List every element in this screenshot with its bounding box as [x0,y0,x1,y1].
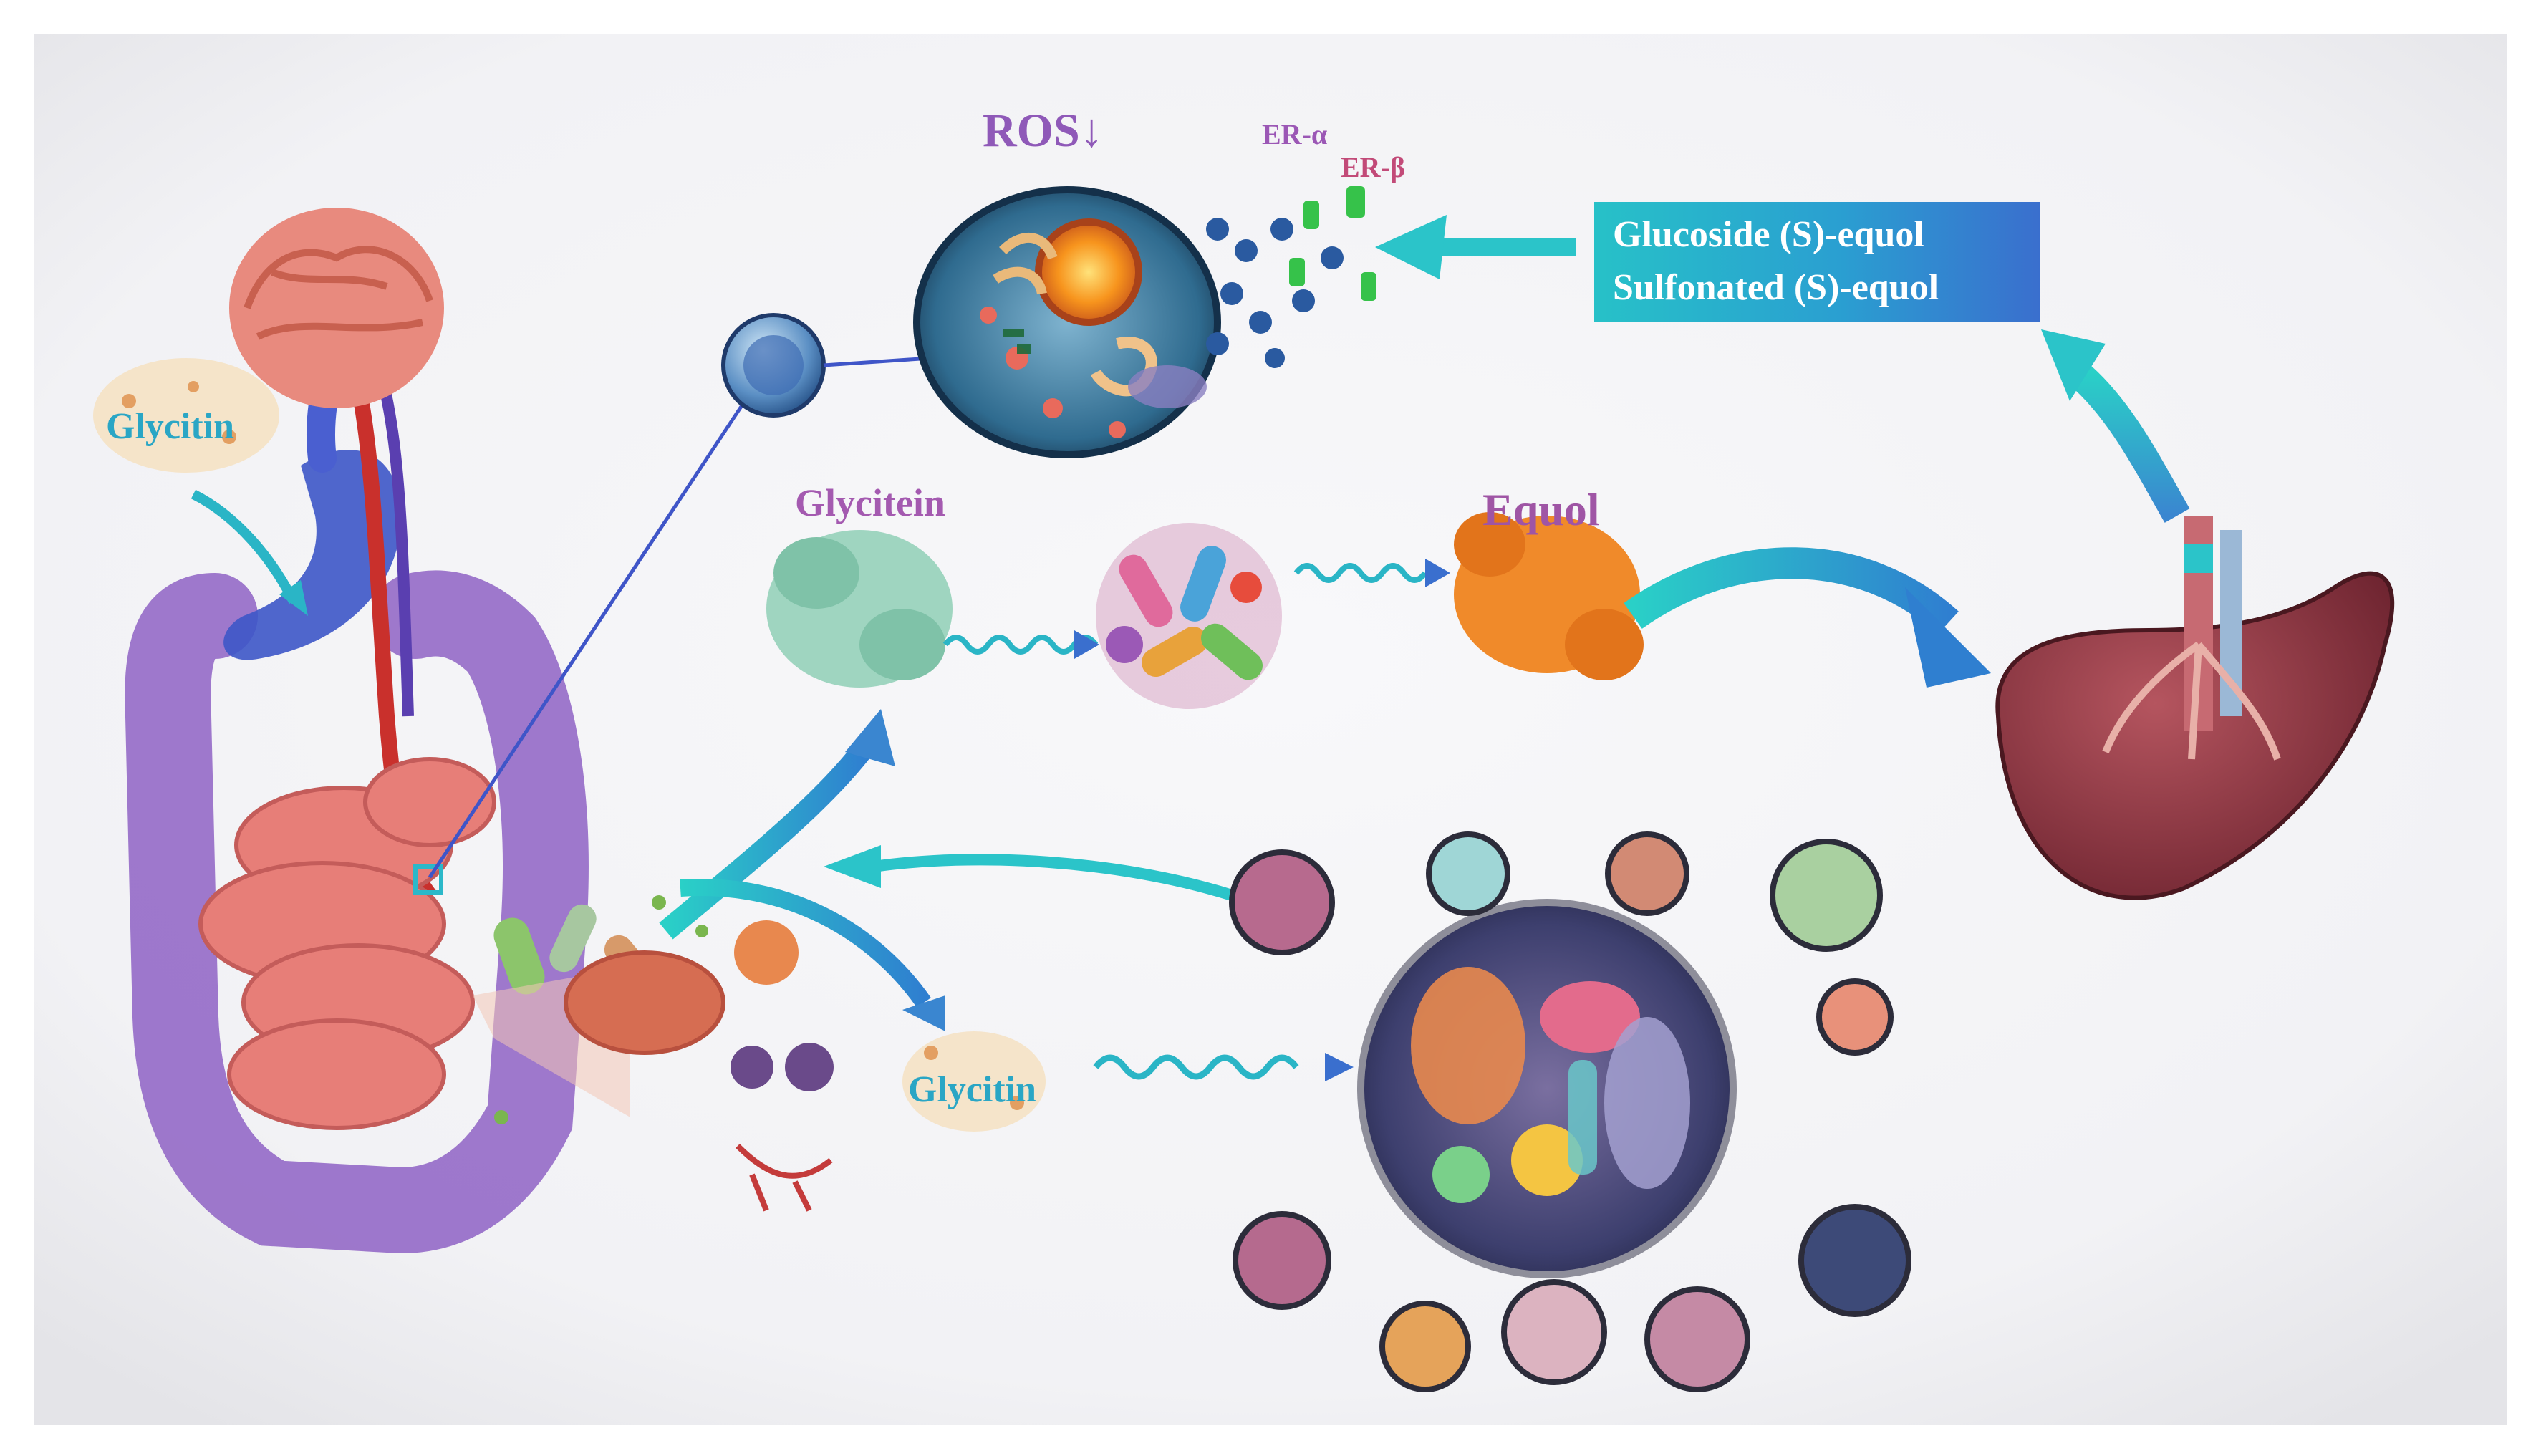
estrogen-receptors [1206,186,1376,368]
microbiome-community-illustration [1357,899,1737,1278]
glycitin-molecule-top [93,358,279,473]
equol-molecule [1454,512,1644,680]
arrow-to-glycitin [680,879,931,1008]
arrow-equol-to-liver-head [1905,587,1991,688]
arrow-to-cell-head [1375,215,1447,279]
human-digestive-system-illustration [125,208,834,1254]
connector-line-to-large-cell [823,356,932,367]
equol-label: Equol [1482,484,1600,535]
small-intestine [198,757,496,1130]
glycitin-molecule-bottom [902,1031,1046,1132]
glycitin-label-bottom: Glycitin [908,1069,1037,1110]
sulfonated-equol-label: Sulfonated (S)-equol [1613,267,1939,308]
wavy-arrow-to-microbes-head [1074,630,1099,659]
wavy-arrow-to-microbes [942,635,1099,655]
wavy-arrow-to-microbiome-head [1325,1053,1354,1081]
liver-illustration [1995,516,2395,900]
er-alpha-label: ER-α [1262,118,1328,150]
neuron-cells [731,1043,834,1091]
glucoside-equol-label: Glucoside (S)-equol [1613,214,1924,255]
golgi [993,233,1058,295]
small-cell-sphere [721,313,826,418]
organelle [1128,365,1207,408]
capillaries [736,1144,833,1212]
equol-conjugates-box: Glucoside (S)-equol Sulfonated (S)-equol [1594,202,2040,322]
arrow-microbiome-feedback [872,854,1234,901]
zoom-region-marker [413,864,443,895]
immune-cell [734,920,799,985]
arrow-to-glycitin-head [902,995,945,1031]
microbe-vignettes [1229,831,1911,1392]
ros-label: ROS↓ [983,105,1104,157]
arrow-to-glycitein [659,738,875,940]
brain [229,208,444,408]
ingestion-arrow [191,489,299,604]
connector-line-to-cell [428,400,747,879]
arrow-liver-to-products [2067,361,2190,523]
large-intestine [125,570,589,1254]
stomach [223,449,401,660]
wavy-arrow-to-microbiome [1093,1054,1299,1080]
wavy-arrow-to-equol-head [1425,559,1450,587]
arrow-to-glycitein-head [845,709,895,766]
arrow-liver-to-products-head [2041,329,2106,401]
intestinal-cell [564,950,725,1055]
glycitein-label: Glycitein [795,481,945,524]
arrow-microbiome-feedback-head [824,845,881,888]
er-beta-label: ER-β [1341,151,1405,183]
ingestion-arrowhead [279,580,308,616]
glycitin-label-top: Glycitin [106,406,235,447]
target-cell-illustration [913,186,1221,458]
wavy-arrow-to-equol [1293,563,1428,583]
gut-microbiota-cluster [1096,523,1282,709]
glycitein-molecule [766,530,953,688]
